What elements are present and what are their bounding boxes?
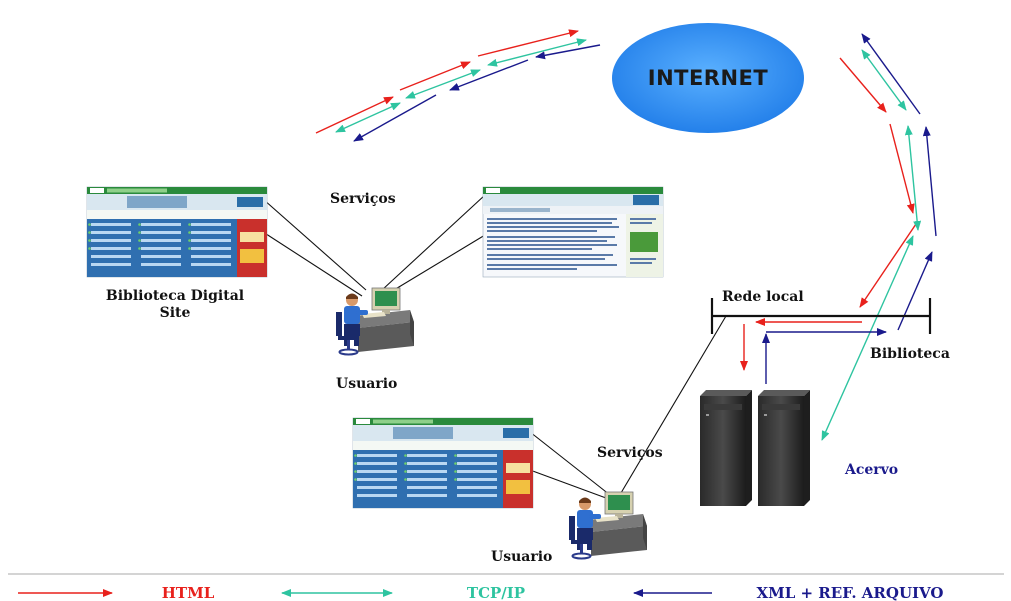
- connection-lines: [254, 191, 727, 499]
- acervo-label: Acervo: [844, 462, 898, 478]
- rede-local-label: Rede local: [722, 289, 804, 305]
- server-icon: [758, 390, 810, 506]
- html-arrows-right: [839, 57, 917, 308]
- local-network-bus: [710, 298, 932, 334]
- internet-label: INTERNET: [648, 66, 769, 90]
- xml-arrows-right: [861, 33, 937, 331]
- servicos-bottom-label: Serviços: [597, 445, 663, 461]
- tcpip-arrows-right: [821, 49, 922, 441]
- biblioteca-digital-label: Biblioteca Digital: [106, 288, 244, 304]
- legend-tcpip-label: TCP/IP: [467, 584, 525, 601]
- website-screenshot-icon: [86, 186, 268, 278]
- usuario-top-label: Usuario: [336, 376, 397, 392]
- legend: HTML TCP/IP XML + REF. ARQUIVO: [18, 584, 944, 601]
- user-at-computer-icon: [568, 491, 648, 560]
- xml-arrows-left: [353, 44, 601, 142]
- usuario-bottom-label: Usuario: [491, 549, 552, 565]
- legend-html-label: HTML: [162, 584, 215, 601]
- legend-xml-label: XML + REF. ARQUIVO: [757, 584, 944, 601]
- biblioteca-digital-label-line2: Site: [160, 305, 191, 321]
- website-screenshot-icon: [352, 417, 534, 509]
- user-at-computer-icon: [335, 287, 415, 356]
- internet-cloud-icon: [612, 23, 804, 133]
- website-screenshot-icon: [482, 186, 664, 278]
- servicos-top-label: Serviços: [330, 191, 396, 207]
- biblioteca-label: Biblioteca: [870, 346, 950, 362]
- server-icon: [700, 390, 752, 506]
